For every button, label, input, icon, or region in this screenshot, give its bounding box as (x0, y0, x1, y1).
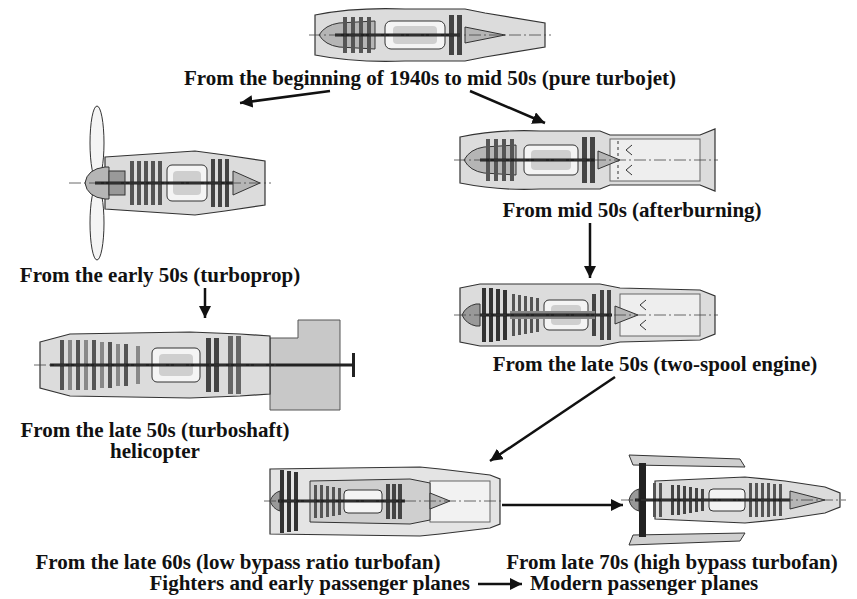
engine-caption: From the beginning of 1940s to mid 50s (… (184, 68, 676, 89)
engine-caption: From the late 50s (two-spool engine) (493, 354, 818, 375)
evolution-arrow (502, 504, 623, 507)
engine-node: From the beginning of 1940s to mid 50s (… (184, 5, 676, 89)
afterburning-drawing-part (626, 145, 632, 155)
engine-caption: From mid 50s (afterburning) (502, 200, 761, 221)
engine-node: From late 70s (high bypass turbofan) (625, 453, 850, 547)
two-spool-drawing-part (640, 300, 646, 310)
high-bypass-turbofan-drawing-part (621, 500, 846, 501)
turboshaft-drawing-part (34, 365, 276, 366)
engine-node: From the late 60s (low bypass ratio turb… (270, 463, 500, 540)
turboshaft-drawing (34, 320, 355, 410)
aircraft-category-label: Fighters and early passenger planes (150, 573, 470, 594)
engine-caption: From the late 60s (low bypass ratio turb… (36, 552, 441, 573)
two-spool-drawing-part (454, 315, 718, 316)
turboshaft-drawing-part (352, 353, 355, 377)
two-spool-drawing (454, 284, 718, 346)
evolution-arrow (240, 91, 330, 103)
engine-caption: From the early 50s (turboprop) (20, 265, 300, 286)
turbojet-drawing (309, 9, 551, 62)
turbojet-drawing-part (309, 35, 551, 36)
evolution-arrow (490, 377, 615, 461)
low-bypass-turbofan-drawing-part (430, 481, 490, 522)
engine-node: From mid 50s (afterburning) (460, 125, 762, 221)
category-arrow (478, 584, 522, 585)
engine-caption: From late 70s (high bypass turbofan) (506, 552, 838, 573)
turboprop-drawing-part (69, 183, 271, 184)
low-bypass-turbofan-drawing (264, 467, 504, 536)
high-bypass-turbofan-drawing-part (629, 533, 745, 545)
engine-caption: From the late 50s (turboshaft) helicopte… (5, 420, 305, 462)
engine-node: From the late 50s (two-spool engine) (460, 280, 817, 375)
low-bypass-turbofan-drawing-part (264, 501, 504, 502)
low-bypass-turbofan-drawing-part (270, 467, 500, 536)
category-arrow-part (478, 583, 522, 586)
evolution-arrow (589, 223, 592, 278)
afterburning-drawing (454, 129, 718, 191)
afterburning-drawing-part (626, 165, 632, 175)
engine-node: From the early 50s (turboprop) (20, 105, 300, 286)
two-spool-drawing-part (640, 320, 646, 330)
high-bypass-turbofan-drawing-part (629, 455, 745, 467)
high-bypass-turbofan-drawing (621, 455, 846, 545)
evolution-arrow (470, 91, 545, 123)
engine-node: From the late 50s (turboshaft) helicopte… (5, 320, 355, 462)
aircraft-category-label: Modern passenger planes (530, 573, 758, 594)
evolution-arrow (204, 288, 207, 318)
turboprop-drawing (69, 106, 271, 260)
afterburning-drawing-part (454, 160, 718, 161)
